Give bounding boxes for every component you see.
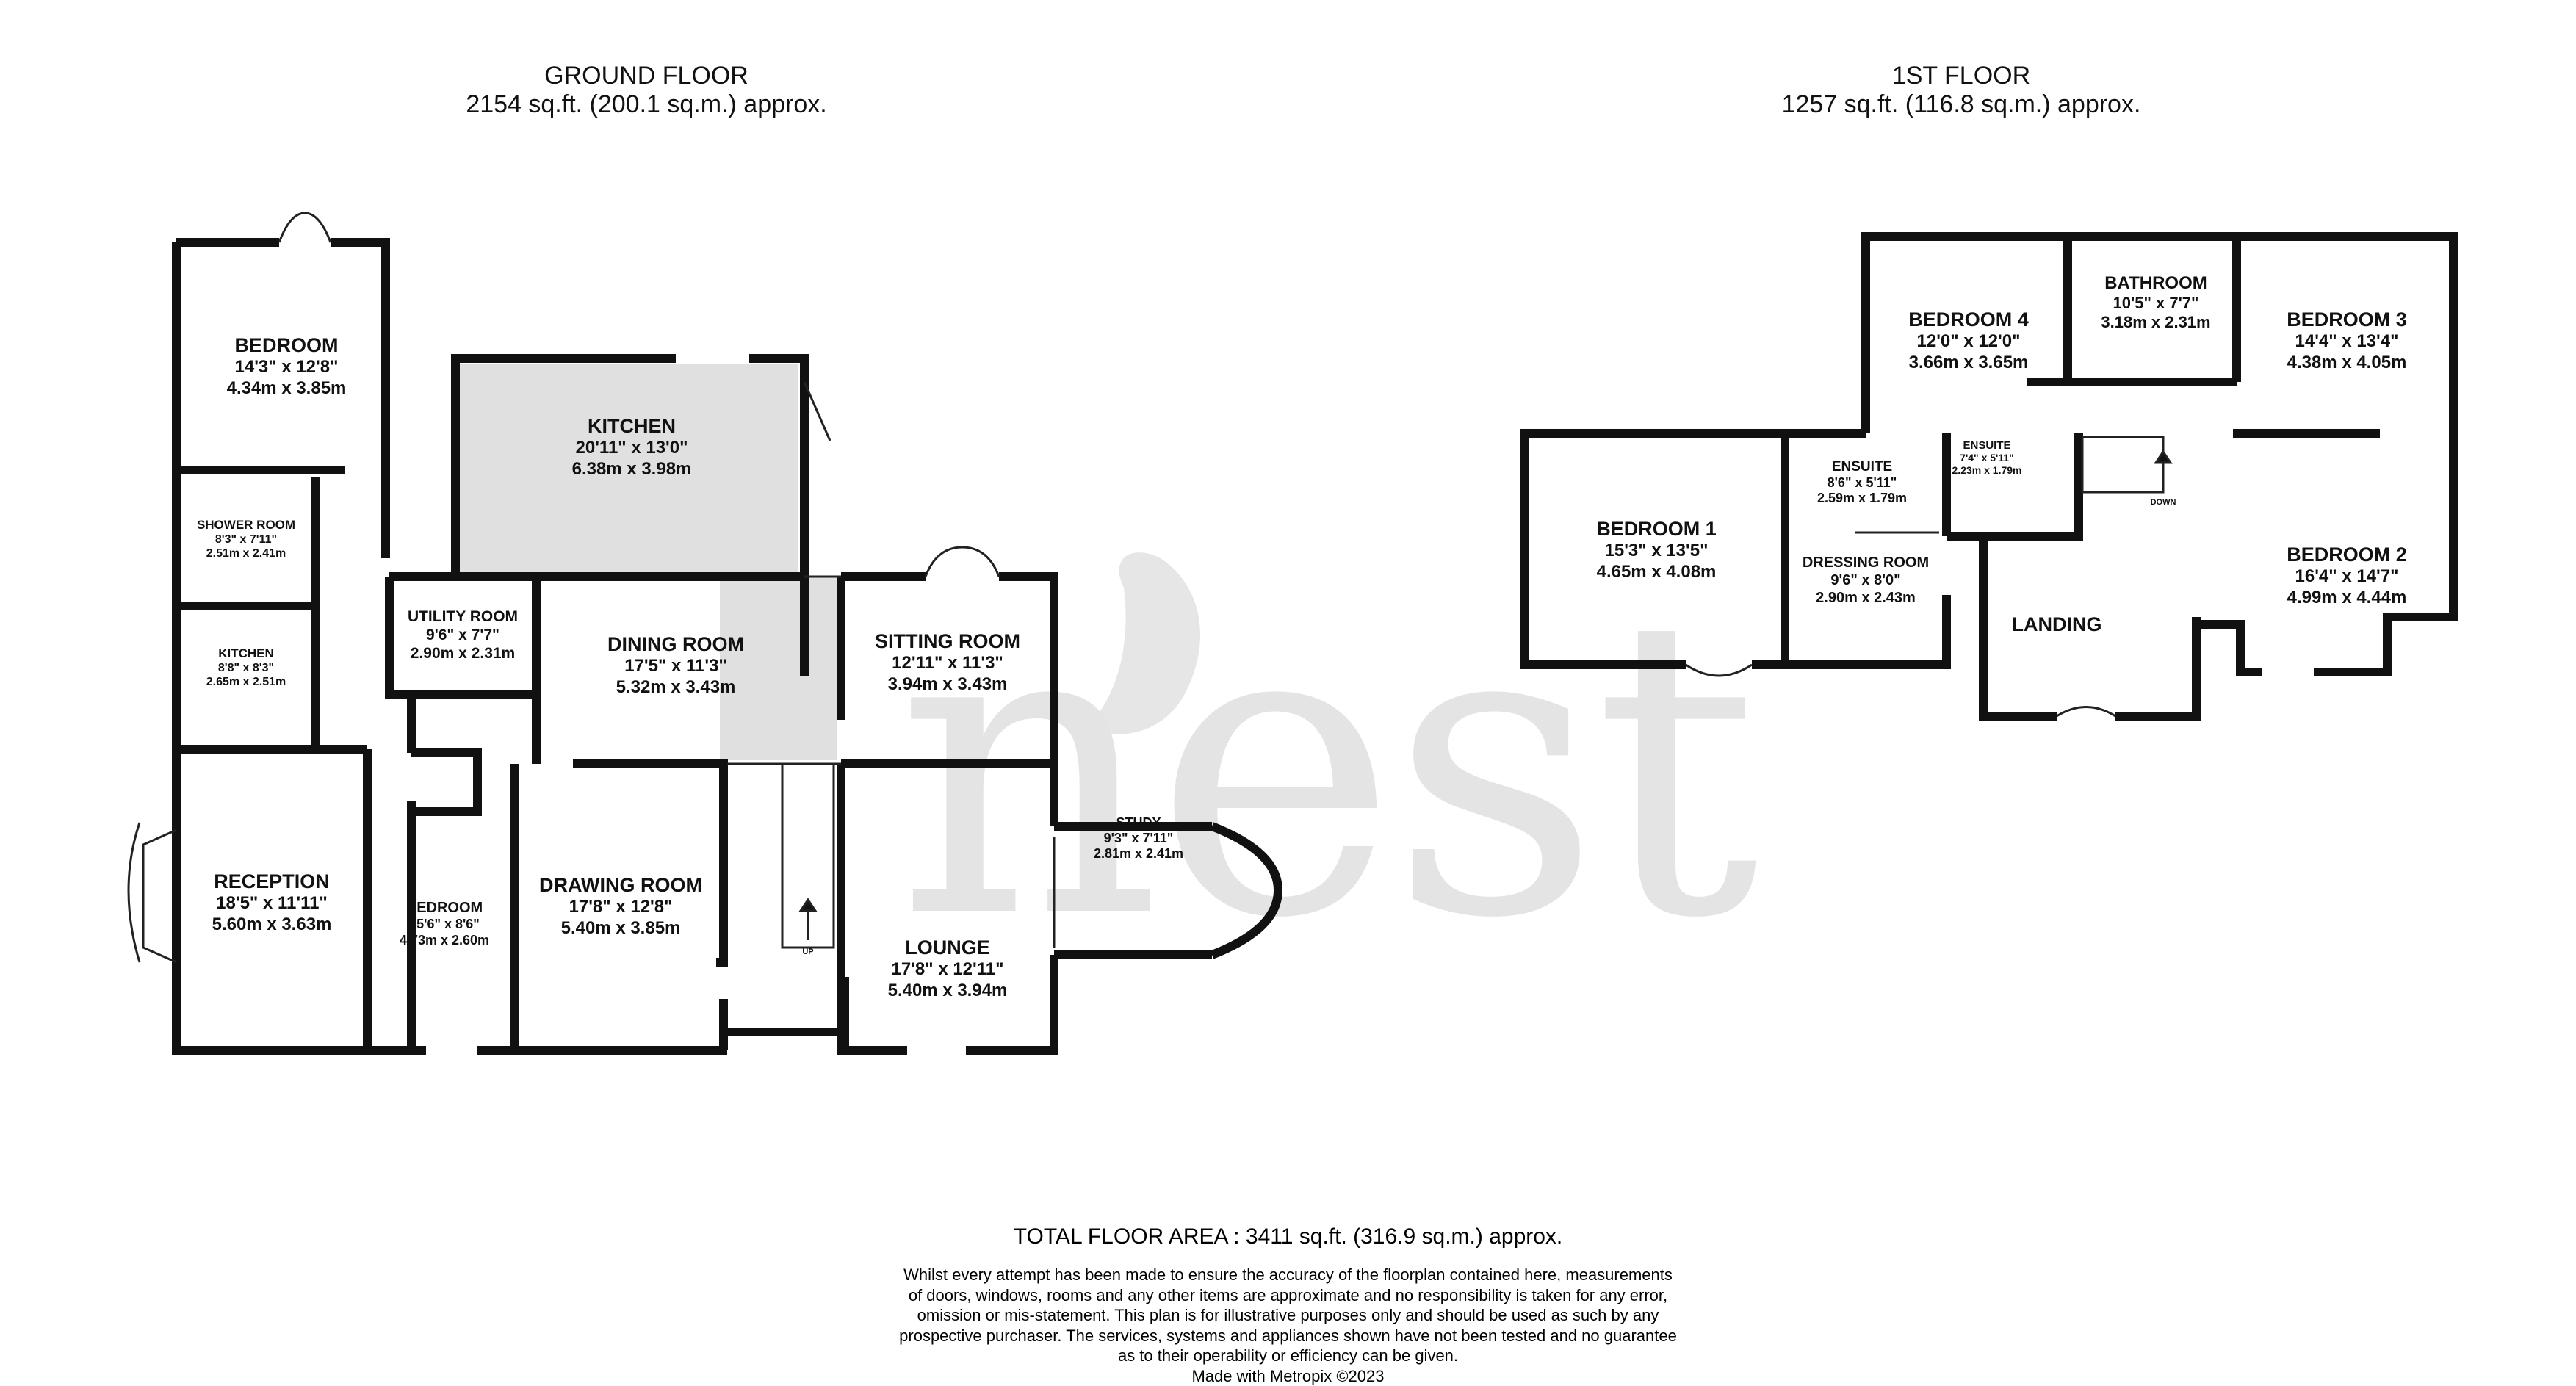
wall [724,977,845,1050]
stair-arrow-head [801,900,815,911]
door-swing [1686,665,1752,676]
room-label-bedroom-1: BEDROOM 1 15'3" x 13'5" 4.65m x 4.08m [1557,518,1756,583]
disclaimer-line: prospective purchaser. The services, sys… [764,1326,1812,1346]
room-label-dressing-room: DRESSING ROOM 9'6" x 8'0" 2.90m x 2.43m [1789,555,1943,607]
wall [841,764,907,1050]
room-label-utility-room: UTILITY ROOM 9'6" x 7'7" 2.90m x 2.31m [393,608,533,663]
door-swing [279,213,331,242]
made-with-credit: Made with Metropix ©2023 [764,1366,1812,1386]
room-label-ensuite-1: ENSUITE 8'6" x 5'11" 2.59m x 1.79m [1789,459,1935,507]
stair-label-down: DOWN [2141,498,2185,507]
ground-floor-title: GROUND FLOOR [411,62,881,90]
room-label-ensuite-2: ENSUITE 7'4" x 5'11" 2.23m x 1.79m [1935,439,2038,477]
stairs [2082,437,2163,492]
ground-floor-header: GROUND FLOOR 2154 sq.ft. (200.1 sq.m.) a… [411,62,881,119]
disclaimer-line: as to their operability or efficiency ca… [764,1346,1812,1366]
room-label-bedroom-2: BEDROOM 2 16'4" x 14'7" 4.99m x 4.44m [2248,544,2446,609]
ground-floor-thin-lines [129,213,1054,962]
wall [411,753,477,812]
door-swing [2057,707,2115,717]
first-floor-title: 1ST FLOOR [1726,62,2196,90]
room-label-lounge: LOUNGE 17'8" x 12'11" 5.40m x 3.94m [845,936,1050,1002]
room-label-landing: LANDING [1991,613,2123,636]
study-bay-wall [1212,826,1278,955]
room-label-dining-room: DINING ROOM 17'5" x 11'3" 5.32m x 3.43m [566,633,786,699]
door-swing [926,547,999,577]
room-label-study: STUDY 9'3" x 7'11" 2.81m x 2.41m [1065,815,1212,862]
room-label-shower-room: SHOWER ROOM 8'3" x 7'11" 2.51m x 2.41m [180,518,312,560]
disclaimer: Whilst every attempt has been made to en… [764,1265,1812,1386]
room-label-bedroom-3: BEDROOM 3 14'4" x 13'4" 4.38m x 4.05m [2248,308,2446,374]
room-label-bedroom-4: BEDROOM 4 12'0" x 12'0" 3.66m x 3.65m [1880,308,2057,374]
room-label-bedroom-middle: BEDROOM 15'6" x 8'6" 4.73m x 2.60m [378,900,510,948]
room-label-sitting-room: SITTING ROOM 12'11" x 11'3" 3.94m x 3.43… [845,630,1050,696]
door-swing [129,823,140,962]
room-label-kitchen-small: KITCHEN 8'8" x 8'3" 2.65m x 2.51m [180,646,312,689]
first-floor-header: 1ST FLOOR 1257 sq.ft. (116.8 sq.m.) appr… [1726,62,2196,119]
stair-label-up: UP [793,948,823,956]
room-label-reception: RECEPTION 18'5" x 11'11" 5.60m x 3.63m [176,870,367,936]
room-label-bathroom: BATHROOM 10'5" x 7'7" 3.18m x 2.31m [2079,273,2233,332]
disclaimer-line: Whilst every attempt has been made to en… [764,1265,1812,1285]
room-label-drawing-room: DRAWING ROOM 17'8" x 12'8" 5.40m x 3.85m [518,874,724,939]
room-label-kitchen: KITCHEN 20'11" x 13'0" 6.38m x 3.98m [514,415,749,480]
wall [331,242,386,558]
disclaimer-line: of doors, windows, rooms and any other i… [764,1285,1812,1306]
ground-floor-area: 2154 sq.ft. (200.1 sq.m.) approx. [411,90,881,119]
bay-window [143,830,176,962]
total-floor-area: TOTAL FLOOR AREA : 3411 sq.ft. (316.9 sq… [588,1224,1988,1249]
room-label-bedroom-top: BEDROOM 14'3" x 12'8" 4.34m x 3.85m [191,334,382,400]
wall [2196,624,2262,672]
first-floor-area: 1257 sq.ft. (116.8 sq.m.) approx. [1726,90,2196,119]
disclaimer-line: omission or mis-statement. This plan is … [764,1305,1812,1326]
wall [2115,617,2196,716]
stair-arrow-head [2156,452,2171,463]
